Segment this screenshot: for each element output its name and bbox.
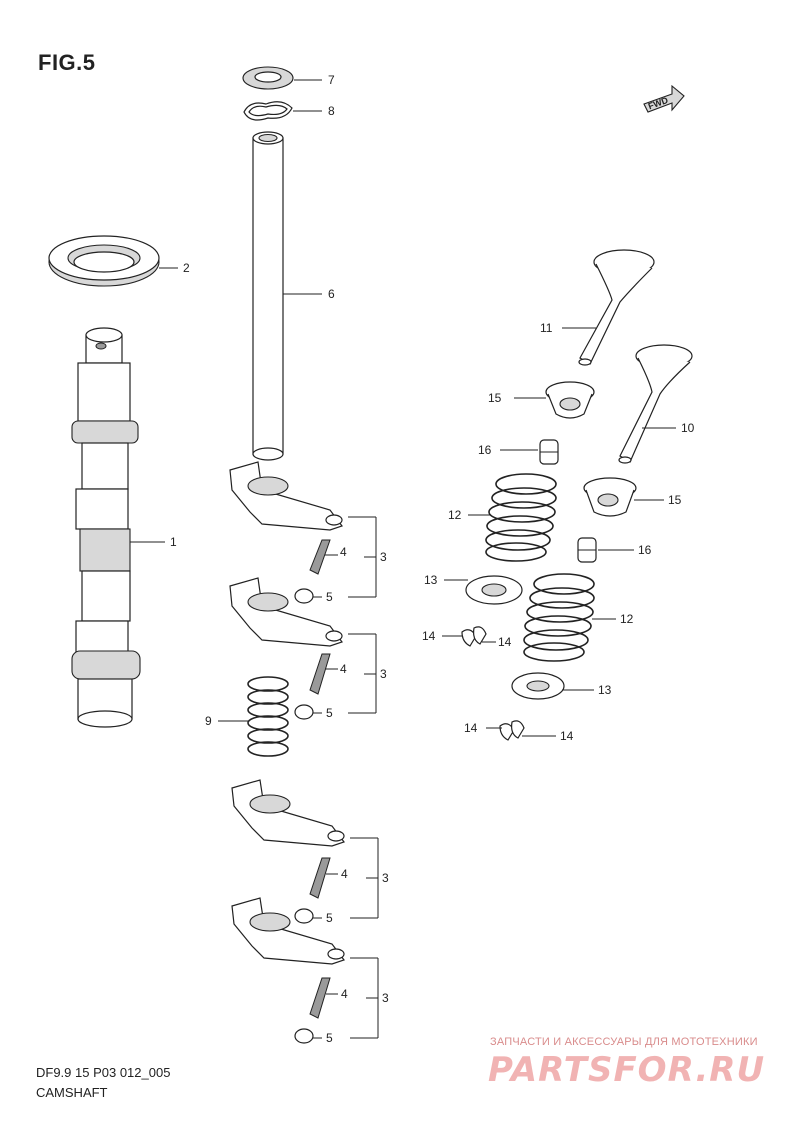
callout-7: 7 [328,73,335,87]
callout-4d: 4 [341,987,348,1001]
callout-3a: 3 [380,550,387,564]
callout-10: 10 [681,421,695,435]
part-12-valve-spring-lower: 12 [523,573,634,662]
callout-14b: 14 [498,635,512,649]
section-name: CAMSHAFT [36,1085,108,1100]
part-9-rocker-spring: 9 [205,676,289,757]
callout-13a: 13 [424,573,438,587]
callout-4b: 4 [340,662,347,676]
callout-12a: 12 [448,508,462,522]
callout-13b: 13 [598,683,612,697]
fwd-arrow-badge: FWD [643,84,685,113]
callout-6: 6 [328,287,335,301]
callout-12b: 12 [620,612,634,626]
rocker-arm-2: 3 4 5 [229,577,387,720]
callout-4c: 4 [341,867,348,881]
rocker-arm-3: 3 4 5 [231,779,389,925]
part-15-retainer-upper: 15 [488,381,595,419]
model-code: DF9.9 15 P03 012_005 [36,1065,171,1080]
part-6-rocker-shaft: 6 [252,131,335,461]
callout-14d: 14 [560,729,574,743]
part-14-cotters-lower: 14 14 [464,720,574,743]
fwd-label: FWD [647,95,670,112]
part-16-stem-seal-lower: 16 [577,537,652,563]
callout-5b: 5 [326,706,333,720]
watermark-tagline: ЗАПЧАСТИ И АКСЕССУАРЫ ДЛЯ МОТОТЕХНИКИ [490,1036,758,1048]
part-12-valve-spring-upper: 12 [448,473,557,562]
part-2-oil-seal: 2 [48,235,190,287]
callout-11: 11 [540,321,553,335]
callout-14c: 14 [464,721,478,735]
part-7-washer: 7 [242,66,335,90]
callout-5c: 5 [326,911,333,925]
callout-16b: 16 [638,543,652,557]
callout-8: 8 [328,104,335,118]
callout-9: 9 [205,714,212,728]
part-1-camshaft: 1 [71,327,177,728]
callout-14a: 14 [422,629,436,643]
callout-16a: 16 [478,443,492,457]
callout-5a: 5 [326,590,333,604]
callout-2: 2 [183,261,190,275]
callout-4a: 4 [340,545,347,559]
part-8-o-ring: 8 [243,101,335,121]
part-16-stem-seal-upper: 16 [478,439,559,465]
callout-3d: 3 [382,991,389,1005]
figure-title: FIG.5 [38,50,96,75]
part-13-spring-seat-upper: 13 [424,573,523,605]
part-10-valve: 10 [618,344,695,464]
part-11-valve: 11 [540,249,655,366]
rocker-arm-1: 3 4 5 [229,461,387,604]
callout-15a: 15 [488,391,502,405]
callout-3b: 3 [380,667,387,681]
watermark-logo: PARTSFOR.RU [488,1050,766,1090]
part-13-spring-seat-lower: 13 [511,672,612,700]
part-14-cotters-upper: 14 14 [422,626,512,649]
callout-15b: 15 [668,493,682,507]
rocker-arm-4: 3 4 5 [231,897,389,1045]
callout-1: 1 [170,535,177,549]
callout-5d: 5 [326,1031,333,1045]
callout-3c: 3 [382,871,389,885]
part-15-retainer-lower: 15 [583,477,682,517]
